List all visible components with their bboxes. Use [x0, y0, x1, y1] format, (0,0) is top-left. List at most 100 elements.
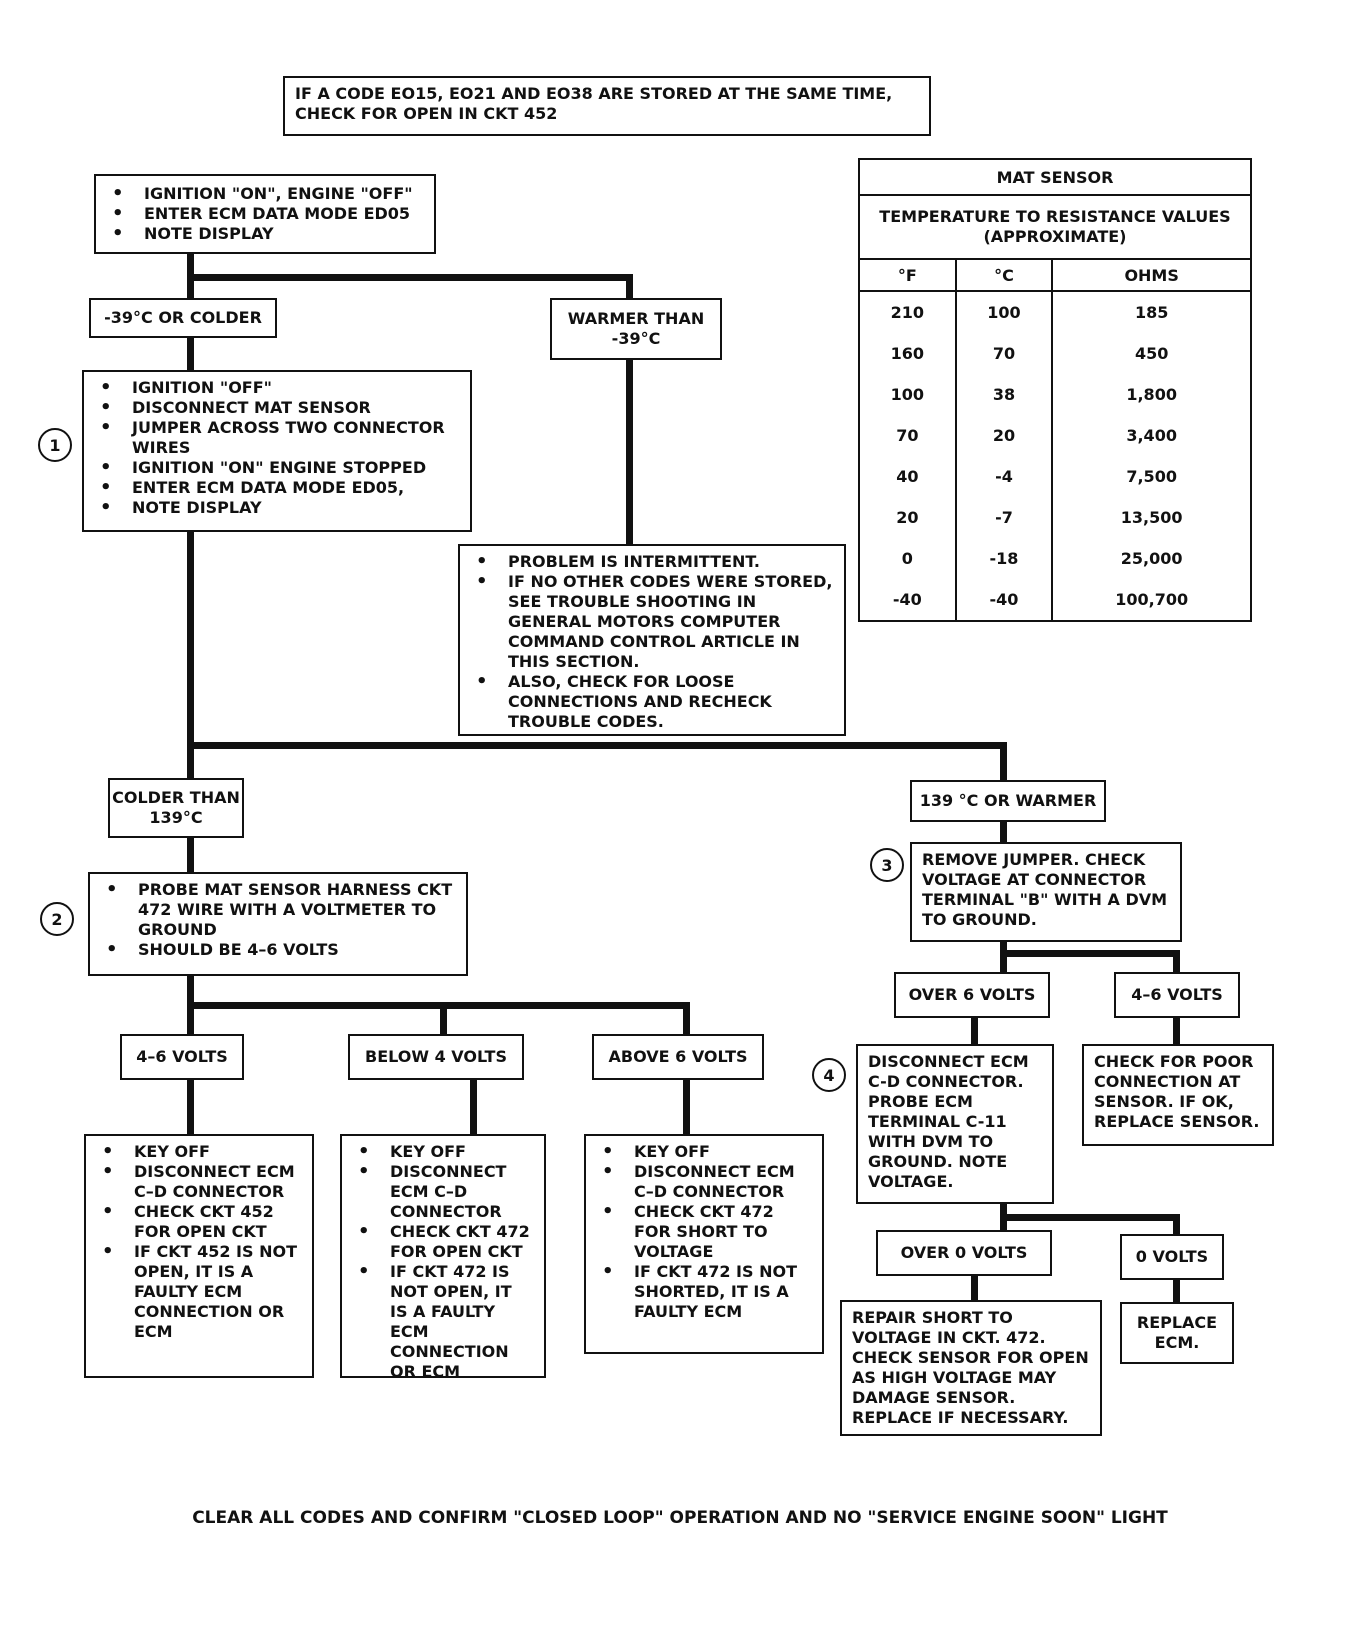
action-line: IF CKT 472 IS NOT OPEN, IT IS A FAULTY E…	[352, 1262, 534, 1382]
warm-result-box: WARMER THAN -39°C	[550, 298, 722, 360]
connector	[187, 530, 194, 780]
connector	[683, 1080, 690, 1136]
connector	[187, 1080, 194, 1136]
step-1-line: DISCONNECT MAT SENSOR	[94, 398, 460, 418]
step-2-box: PROBE MAT SENSOR HARNESS CKT 472 WIRE WI…	[88, 872, 468, 976]
footer-instruction: CLEAR ALL CODES AND CONFIRM "CLOSED LOOP…	[192, 1508, 1168, 1528]
warmer-139-label: 139 °C OR WARMER	[919, 791, 1097, 810]
connector	[1000, 820, 1007, 844]
replace-ecm-label: REPLACE ECM.	[1136, 1313, 1218, 1352]
warmer-139-box: 139 °C OR WARMER	[910, 780, 1106, 822]
replace-ecm-box: REPLACE ECM.	[1120, 1302, 1234, 1364]
connector	[683, 1002, 690, 1036]
poor-connection-box: CHECK FOR POOR CONNECTION AT SENSOR. IF …	[1082, 1044, 1274, 1146]
cold-result-box: -39°C OR COLDER	[89, 298, 277, 338]
connector	[626, 274, 633, 300]
table-title: MAT SENSOR	[859, 159, 1251, 196]
colder-139-box: COLDER THAN 139°C	[108, 778, 244, 838]
step-1-marker: 1	[38, 428, 72, 462]
step-3-marker: 3	[870, 848, 904, 882]
action-below4-box: KEY OFF DISCONNECT ECM C–D CONNECTOR CHE…	[340, 1134, 546, 1381]
step-3-box: REMOVE JUMPER. CHECK VOLTAGE AT CONNECTO…	[910, 842, 1182, 942]
step-2-line: SHOULD BE 4–6 VOLTS	[100, 940, 456, 960]
below4-box: BELOW 4 VOLTS	[348, 1034, 524, 1080]
warm-result-label: WARMER THAN -39°C	[567, 309, 705, 348]
action-line: KEY OFF	[96, 1142, 302, 1162]
below4-label: BELOW 4 VOLTS	[365, 1047, 507, 1066]
connector	[1000, 1214, 1180, 1221]
start-line: IGNITION "ON", ENGINE "OFF"	[106, 184, 424, 204]
action-line: DISCONNECT ECM C–D CONNECTOR	[596, 1162, 812, 1202]
v46-label: 4–6 VOLTS	[136, 1047, 228, 1066]
step-1-line: NOTE DISPLAY	[94, 498, 460, 518]
action-line: IF CKT 452 IS NOT OPEN, IT IS A FAULTY E…	[96, 1242, 302, 1342]
action-line: CHECK CKT 472 FOR OPEN CKT	[352, 1222, 534, 1262]
connector	[1173, 1214, 1180, 1240]
step-3-text: REMOVE JUMPER. CHECK VOLTAGE AT CONNECTO…	[922, 850, 1168, 929]
poor-connection-text: CHECK FOR POOR CONNECTION AT SENSOR. IF …	[1094, 1052, 1260, 1131]
action-line: DISCONNECT ECM C–D CONNECTOR	[352, 1162, 534, 1222]
connector	[1000, 940, 1007, 976]
connector	[470, 1080, 477, 1136]
action-line: KEY OFF	[352, 1142, 534, 1162]
action-line: IF CKT 472 IS NOT SHORTED, IT IS A FAULT…	[596, 1262, 812, 1322]
action-above6-box: KEY OFF DISCONNECT ECM C–D CONNECTOR CHE…	[584, 1134, 824, 1354]
over0-label: OVER 0 VOLTS	[900, 1243, 1028, 1262]
zero-volts-label: 0 VOLTS	[1135, 1247, 1209, 1266]
connector	[1173, 950, 1180, 976]
connector	[187, 836, 194, 876]
step-1-line: ENTER ECM DATA MODE ED05,	[94, 478, 460, 498]
start-box: IGNITION "ON", ENGINE "OFF" ENTER ECM DA…	[94, 174, 436, 254]
action-46-box: KEY OFF DISCONNECT ECM C–D CONNECTOR CHE…	[84, 1134, 314, 1378]
over0-box: OVER 0 VOLTS	[876, 1230, 1052, 1276]
step-1-line: JUMPER ACROSS TWO CONNECTOR WIRES	[94, 418, 460, 458]
action-line: KEY OFF	[596, 1142, 812, 1162]
connector	[187, 742, 1007, 749]
top-note: IF A CODE EO15, EO21 AND EO38 ARE STORED…	[283, 76, 931, 136]
cold-result-label: -39°C OR COLDER	[104, 308, 262, 327]
r46-box: 4–6 VOLTS	[1114, 972, 1240, 1018]
repair-box: REPAIR SHORT TO VOLTAGE IN CKT. 472. CHE…	[840, 1300, 1102, 1436]
start-line: ENTER ECM DATA MODE ED05	[106, 204, 424, 224]
v46-box: 4–6 VOLTS	[120, 1034, 244, 1080]
step-1-line: IGNITION "OFF"	[94, 378, 460, 398]
action-line: CHECK CKT 452 FOR OPEN CKT	[96, 1202, 302, 1242]
intermittent-line: ALSO, CHECK FOR LOOSE CONNECTIONS AND RE…	[470, 672, 834, 732]
over6-label: OVER 6 VOLTS	[908, 985, 1036, 1004]
action-line: CHECK CKT 472 FOR SHORT TO VOLTAGE	[596, 1202, 812, 1262]
step-2-line: PROBE MAT SENSOR HARNESS CKT 472 WIRE WI…	[100, 880, 456, 940]
connector	[971, 1018, 978, 1048]
top-note-text: IF A CODE EO15, EO21 AND EO38 ARE STORED…	[295, 84, 893, 123]
step-2-marker: 2	[40, 902, 74, 936]
intermittent-line: PROBLEM IS INTERMITTENT.	[470, 552, 834, 572]
connector	[440, 1002, 447, 1036]
step-1-line: IGNITION "ON" ENGINE STOPPED	[94, 458, 460, 478]
intermittent-box: PROBLEM IS INTERMITTENT. IF NO OTHER COD…	[458, 544, 846, 736]
zero-volts-box: 0 VOLTS	[1120, 1234, 1224, 1280]
connector	[1173, 1280, 1180, 1304]
connector	[1000, 950, 1180, 957]
header-celsius: °C	[955, 259, 1054, 292]
connector	[971, 1276, 978, 1302]
step-1-box: IGNITION "OFF" DISCONNECT MAT SENSOR JUM…	[82, 370, 472, 532]
start-line: NOTE DISPLAY	[106, 224, 424, 244]
connector	[1000, 742, 1007, 782]
table-subtitle: TEMPERATURE TO RESISTANCE VALUES (APPROX…	[859, 195, 1251, 260]
mat-sensor-table: MAT SENSOR TEMPERATURE TO RESISTANCE VAL…	[858, 158, 1252, 622]
above6-label: ABOVE 6 VOLTS	[608, 1047, 748, 1066]
connector	[187, 274, 633, 281]
above6-box: ABOVE 6 VOLTS	[592, 1034, 764, 1080]
connector	[187, 336, 194, 372]
connector	[187, 1002, 690, 1009]
r46-label: 4–6 VOLTS	[1131, 985, 1223, 1004]
step-4-marker: 4	[812, 1058, 846, 1092]
header-ohms: OHMS	[1052, 259, 1251, 292]
intermittent-line: IF NO OTHER CODES WERE STORED, SEE TROUB…	[470, 572, 834, 672]
